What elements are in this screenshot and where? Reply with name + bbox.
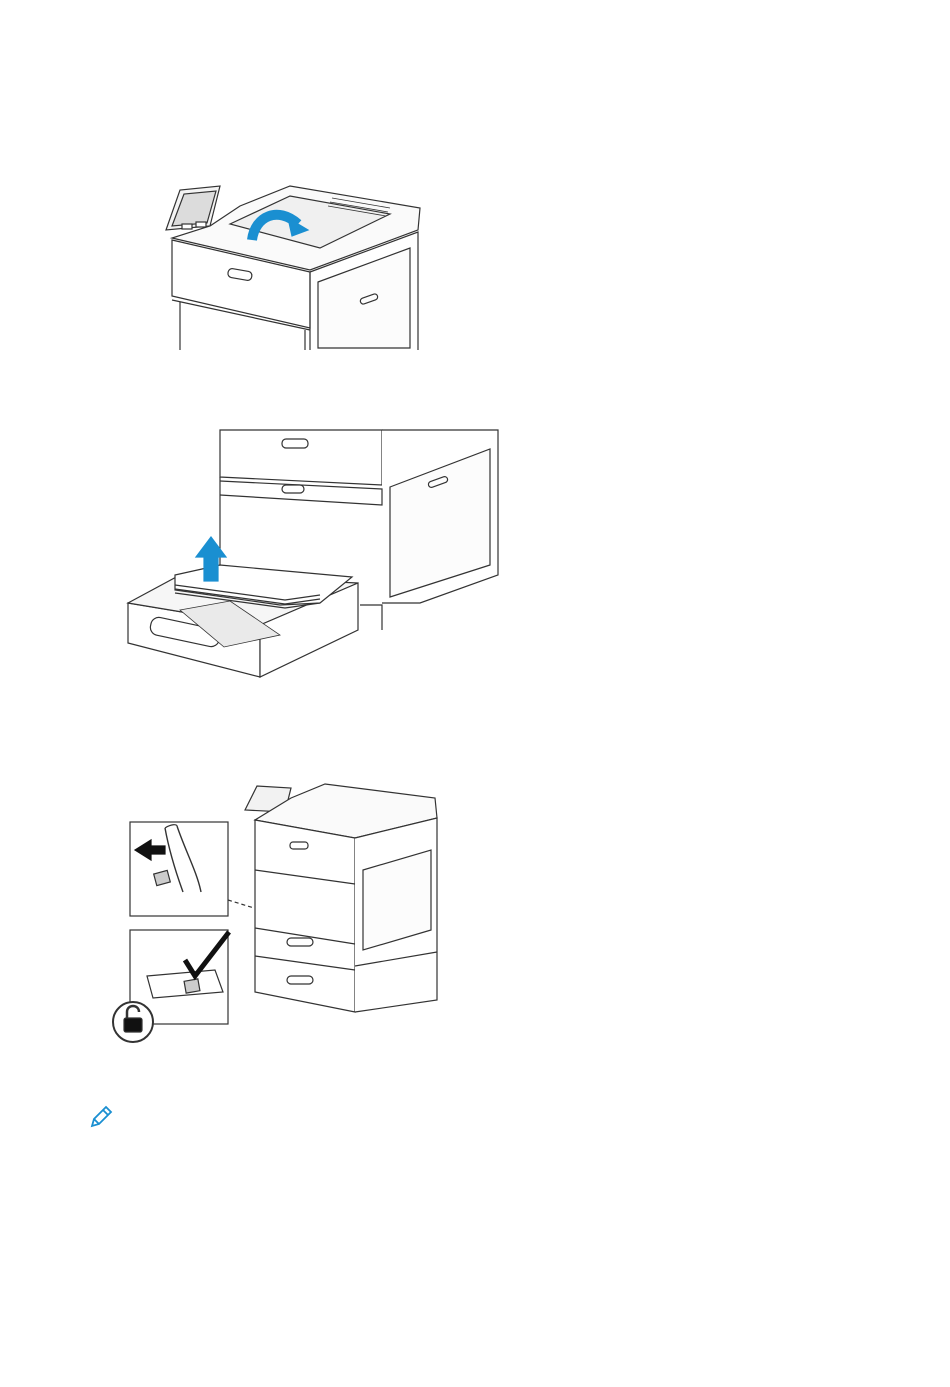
- figure-tray-lock: [105, 780, 445, 1045]
- unlock-icon: [113, 1002, 153, 1042]
- control-panel: [166, 186, 220, 230]
- figure-paper-tray: [120, 425, 510, 685]
- inset-push-lever: [130, 822, 228, 916]
- figure-output-tray: [160, 178, 430, 350]
- pencil-icon: [88, 1104, 114, 1130]
